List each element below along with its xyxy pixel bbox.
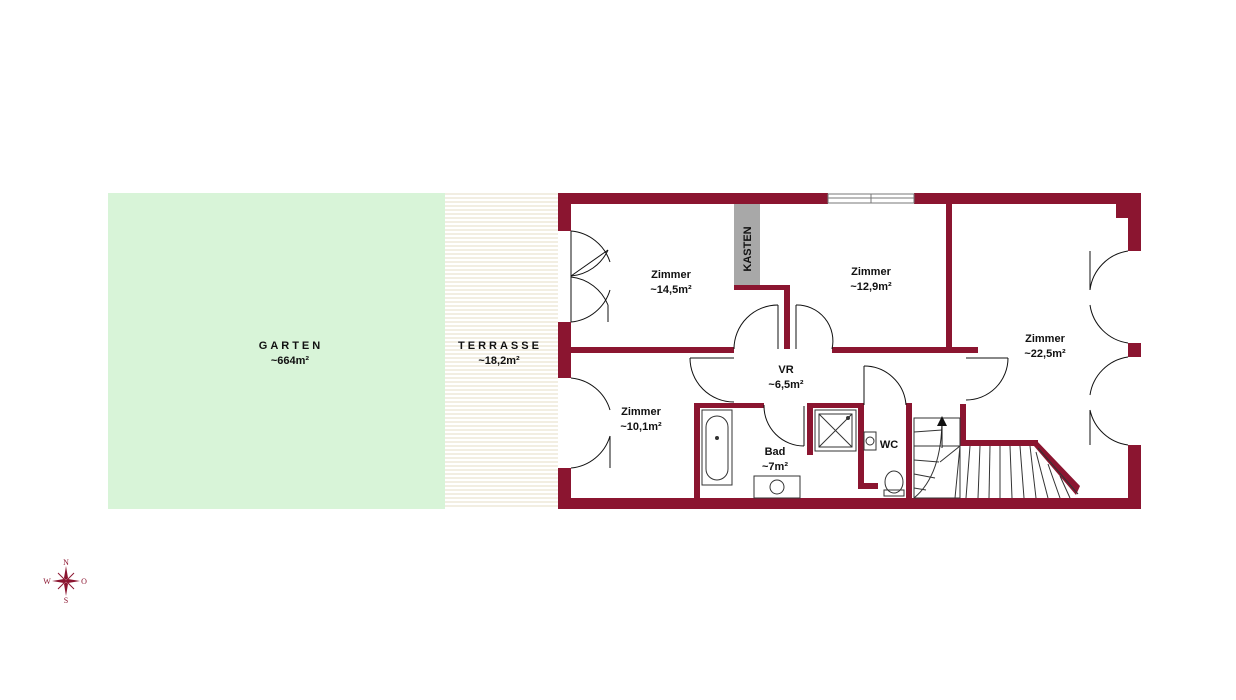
kasten-label: KASTEN	[742, 226, 754, 271]
zimmer-c-label: Zimmer	[1025, 333, 1065, 345]
compass-n: N	[63, 558, 69, 567]
terrace-area	[445, 193, 558, 509]
top-window	[827, 193, 915, 204]
zimmer-b-label: Zimmer	[851, 266, 891, 278]
garten-area-label: ~664m²	[271, 355, 310, 367]
terrasse-area-label: ~18,2m²	[478, 355, 520, 367]
sink-icon	[753, 475, 801, 499]
wc-sink-icon	[863, 431, 877, 451]
zimmer-d-area-label: ~10,1m²	[620, 421, 662, 433]
shower-icon	[814, 409, 857, 452]
zimmer-b-area-label: ~12,9m²	[850, 281, 892, 293]
vr-label: VR	[778, 364, 793, 376]
interior-walls	[571, 204, 1080, 498]
bad-area-label: ~7m²	[762, 461, 788, 473]
zimmer-a-area-label: ~14,5m²	[650, 284, 692, 296]
compass-s: S	[64, 596, 68, 605]
garten-label: GARTEN	[259, 340, 323, 352]
toilet-icon	[883, 470, 905, 497]
compass-w: W	[43, 577, 51, 586]
compass-o: O	[81, 577, 87, 586]
zimmer-a-label: Zimmer	[651, 269, 691, 281]
exterior-walls	[558, 193, 1141, 509]
zimmer-d-label: Zimmer	[621, 406, 661, 418]
terrasse-label: TERRASSE	[458, 340, 542, 352]
door-swings	[570, 230, 1129, 469]
compass-rose-icon: N S W O	[43, 558, 87, 605]
zimmer-c-area-label: ~22,5m²	[1024, 348, 1066, 360]
bad-label: Bad	[765, 446, 786, 458]
bathtub-icon	[701, 409, 733, 486]
vr-area-label: ~6,5m²	[768, 379, 803, 391]
kasten-block	[734, 204, 760, 285]
garden-area	[108, 193, 445, 509]
wc-label: WC	[880, 439, 898, 451]
stair-direction-arrow-icon	[937, 416, 947, 448]
staircase	[913, 417, 1079, 499]
